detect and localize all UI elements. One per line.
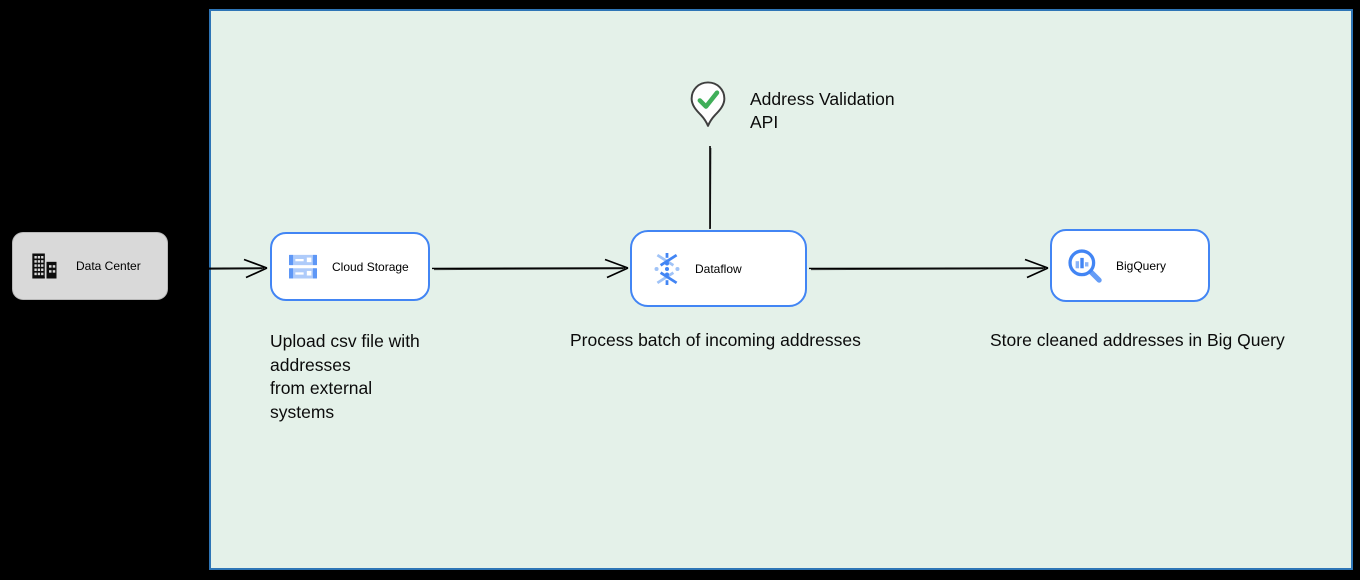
address-validation-api-label: Address Validation API [750, 89, 895, 132]
bigquery-icon [1068, 248, 1102, 283]
location-pin-check-icon[interactable] [690, 79, 726, 135]
data-center-label: Data Center [76, 259, 141, 273]
dataflow-node[interactable]: Dataflow [630, 230, 807, 307]
dataflow-caption: Process batch of incoming addresses [570, 330, 861, 350]
cloud-storage-label: Cloud Storage [332, 259, 409, 274]
bigquery-caption: Store cleaned addresses in Big Query [990, 330, 1285, 350]
bigquery-label: BigQuery [1116, 258, 1167, 273]
dataflow-label: Dataflow [695, 261, 742, 276]
dataflow-icon [654, 252, 680, 285]
bigquery-node[interactable]: BigQuery [1050, 229, 1210, 302]
data-center-node[interactable]: Data Center [12, 232, 168, 300]
cloud-storage-icon [289, 254, 317, 278]
cloud-storage-caption: Upload csv file with addresses from exte… [270, 331, 420, 422]
building-icon [32, 253, 57, 279]
cloud-storage-node[interactable]: Cloud Storage [270, 232, 430, 301]
